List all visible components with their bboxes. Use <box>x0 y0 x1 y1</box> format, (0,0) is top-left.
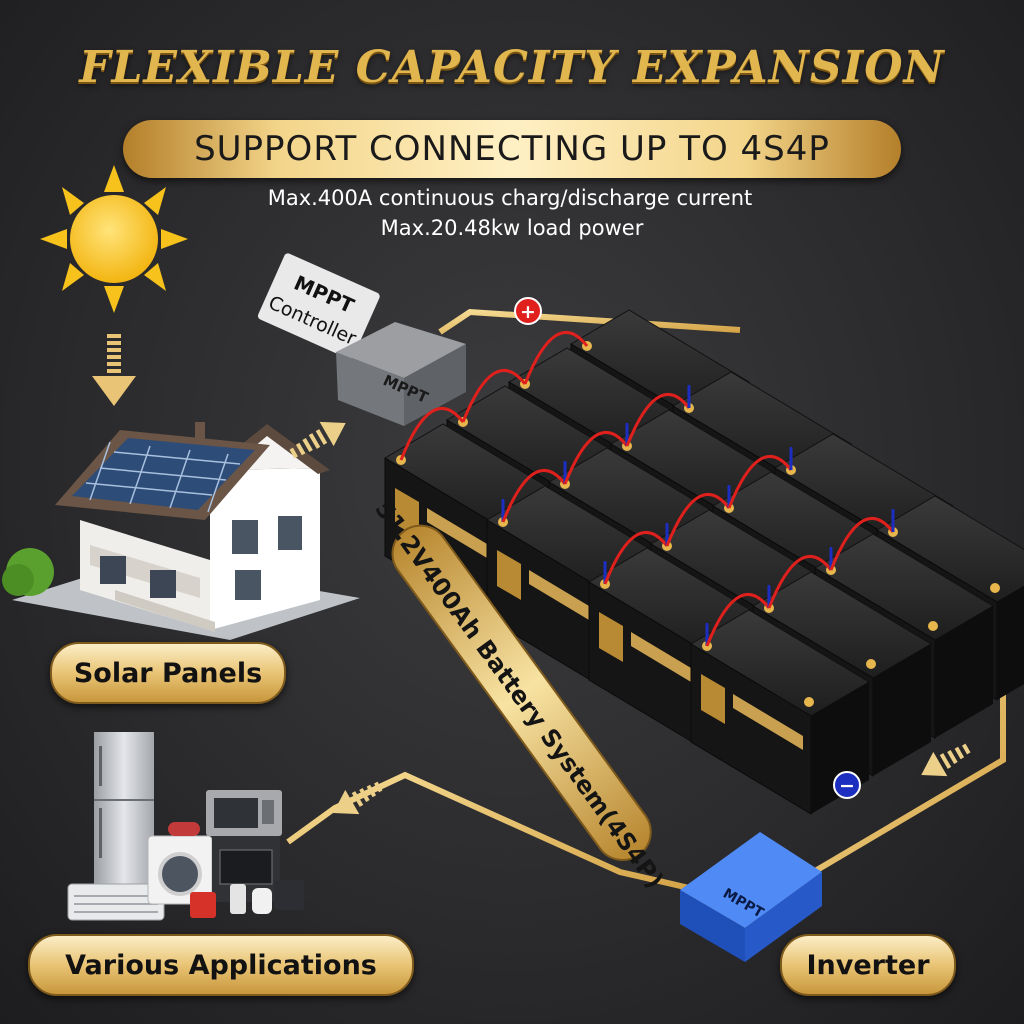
positive-cable <box>625 393 691 447</box>
down-arrow-icon <box>92 334 136 406</box>
battery-brand-badge <box>497 550 521 600</box>
positive-cable <box>705 593 771 647</box>
mppt-controller-label: MPPT Controller <box>257 253 380 359</box>
page-title: FLEXIBLE CAPACITY EXPANSION <box>79 42 945 93</box>
spec-power: Max.20.48kw load power <box>380 216 644 240</box>
arrow-to-applications-icon <box>333 781 383 815</box>
positive-terminal-icon: + <box>514 297 542 325</box>
positive-cable <box>563 431 629 485</box>
battery-brand-badge <box>599 612 623 662</box>
solar-house-image <box>2 422 360 640</box>
positive-cable <box>603 531 669 585</box>
appliances-image <box>67 732 304 921</box>
battery-cables <box>399 331 895 647</box>
config-banner: SUPPORT CONNECTING UP TO 4S4P <box>123 120 901 178</box>
spec-current: Max.400A continuous charg/discharge curr… <box>267 186 753 210</box>
config-banner-text: SUPPORT CONNECTING UP TO 4S4P <box>194 129 830 169</box>
positive-cable <box>727 455 793 509</box>
sun-icon <box>40 165 188 313</box>
svg-text:+: + <box>520 301 536 323</box>
positive-cable <box>399 407 465 461</box>
various-applications-label: Various Applications <box>28 934 414 996</box>
battery-array <box>384 309 1024 815</box>
positive-cable <box>829 517 895 571</box>
inverter-box: MPPT <box>680 832 822 962</box>
inverter-label: Inverter <box>780 934 956 996</box>
negative-terminal-icon: − <box>833 771 861 799</box>
positive-cable <box>767 555 833 609</box>
solar-panels-label: Solar Panels <box>50 642 286 704</box>
mppt-controller-box: MPPT <box>336 322 466 426</box>
positive-cable <box>665 493 731 547</box>
positive-cable <box>461 369 527 423</box>
svg-text:−: − <box>839 775 855 797</box>
battery-brand-badge <box>395 488 419 538</box>
battery-brand-badge <box>701 674 725 724</box>
arrow-to-controller-icon <box>289 421 346 459</box>
positive-cable <box>501 469 567 523</box>
positive-cable <box>523 331 589 385</box>
arrow-to-inverter-icon <box>921 743 971 777</box>
